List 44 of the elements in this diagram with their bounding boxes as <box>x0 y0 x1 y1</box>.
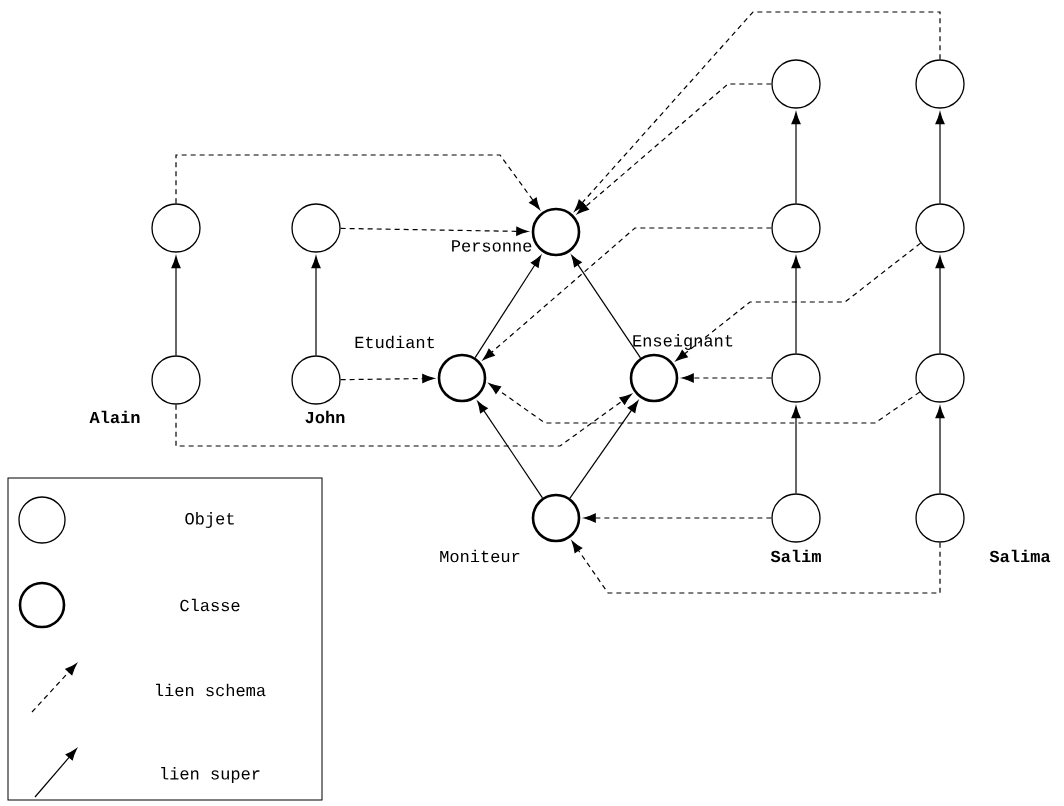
schema-link <box>583 513 772 523</box>
object-circle <box>915 203 965 253</box>
object-circle <box>151 203 201 253</box>
schema-link <box>576 83 772 215</box>
object-name: John <box>305 410 345 424</box>
super-link <box>935 112 945 204</box>
super-link <box>791 406 801 494</box>
schema-link <box>681 373 772 383</box>
super-link <box>791 256 801 354</box>
class-label: Etudiant <box>355 335 435 349</box>
schema-link <box>574 11 941 212</box>
schema-link <box>175 154 540 210</box>
schema-link <box>488 383 921 424</box>
schema-link <box>340 226 529 236</box>
legend-label: lien super <box>161 767 260 783</box>
super-link <box>791 112 801 204</box>
super-link <box>935 256 945 354</box>
super-link <box>571 255 642 359</box>
super-link <box>171 256 181 356</box>
object-name: Alain <box>89 410 140 424</box>
object-circle <box>771 203 821 253</box>
object-name: Salim <box>770 549 821 563</box>
legend-label: Objet <box>185 512 234 528</box>
schema-link <box>675 242 922 361</box>
super-link <box>935 406 945 494</box>
super-link <box>477 400 544 499</box>
schema-link <box>571 540 941 594</box>
object-circle <box>771 353 821 403</box>
schema-link <box>340 373 435 384</box>
legend-label: Classe <box>180 598 240 612</box>
object-name: Salima <box>989 549 1051 563</box>
object-circle <box>915 353 965 403</box>
legend-label: lien schema <box>156 683 266 697</box>
class-label: Personne <box>452 240 532 252</box>
object-circle <box>291 203 341 253</box>
schema-link <box>482 227 772 360</box>
super-link <box>569 400 639 499</box>
schema-link <box>175 394 632 447</box>
object-circle <box>915 59 965 109</box>
object-circle <box>771 59 821 109</box>
class-label: Moniteur <box>440 549 520 563</box>
super-link <box>311 256 321 356</box>
class-label: Enseignant <box>633 334 733 350</box>
super-link <box>474 255 542 359</box>
